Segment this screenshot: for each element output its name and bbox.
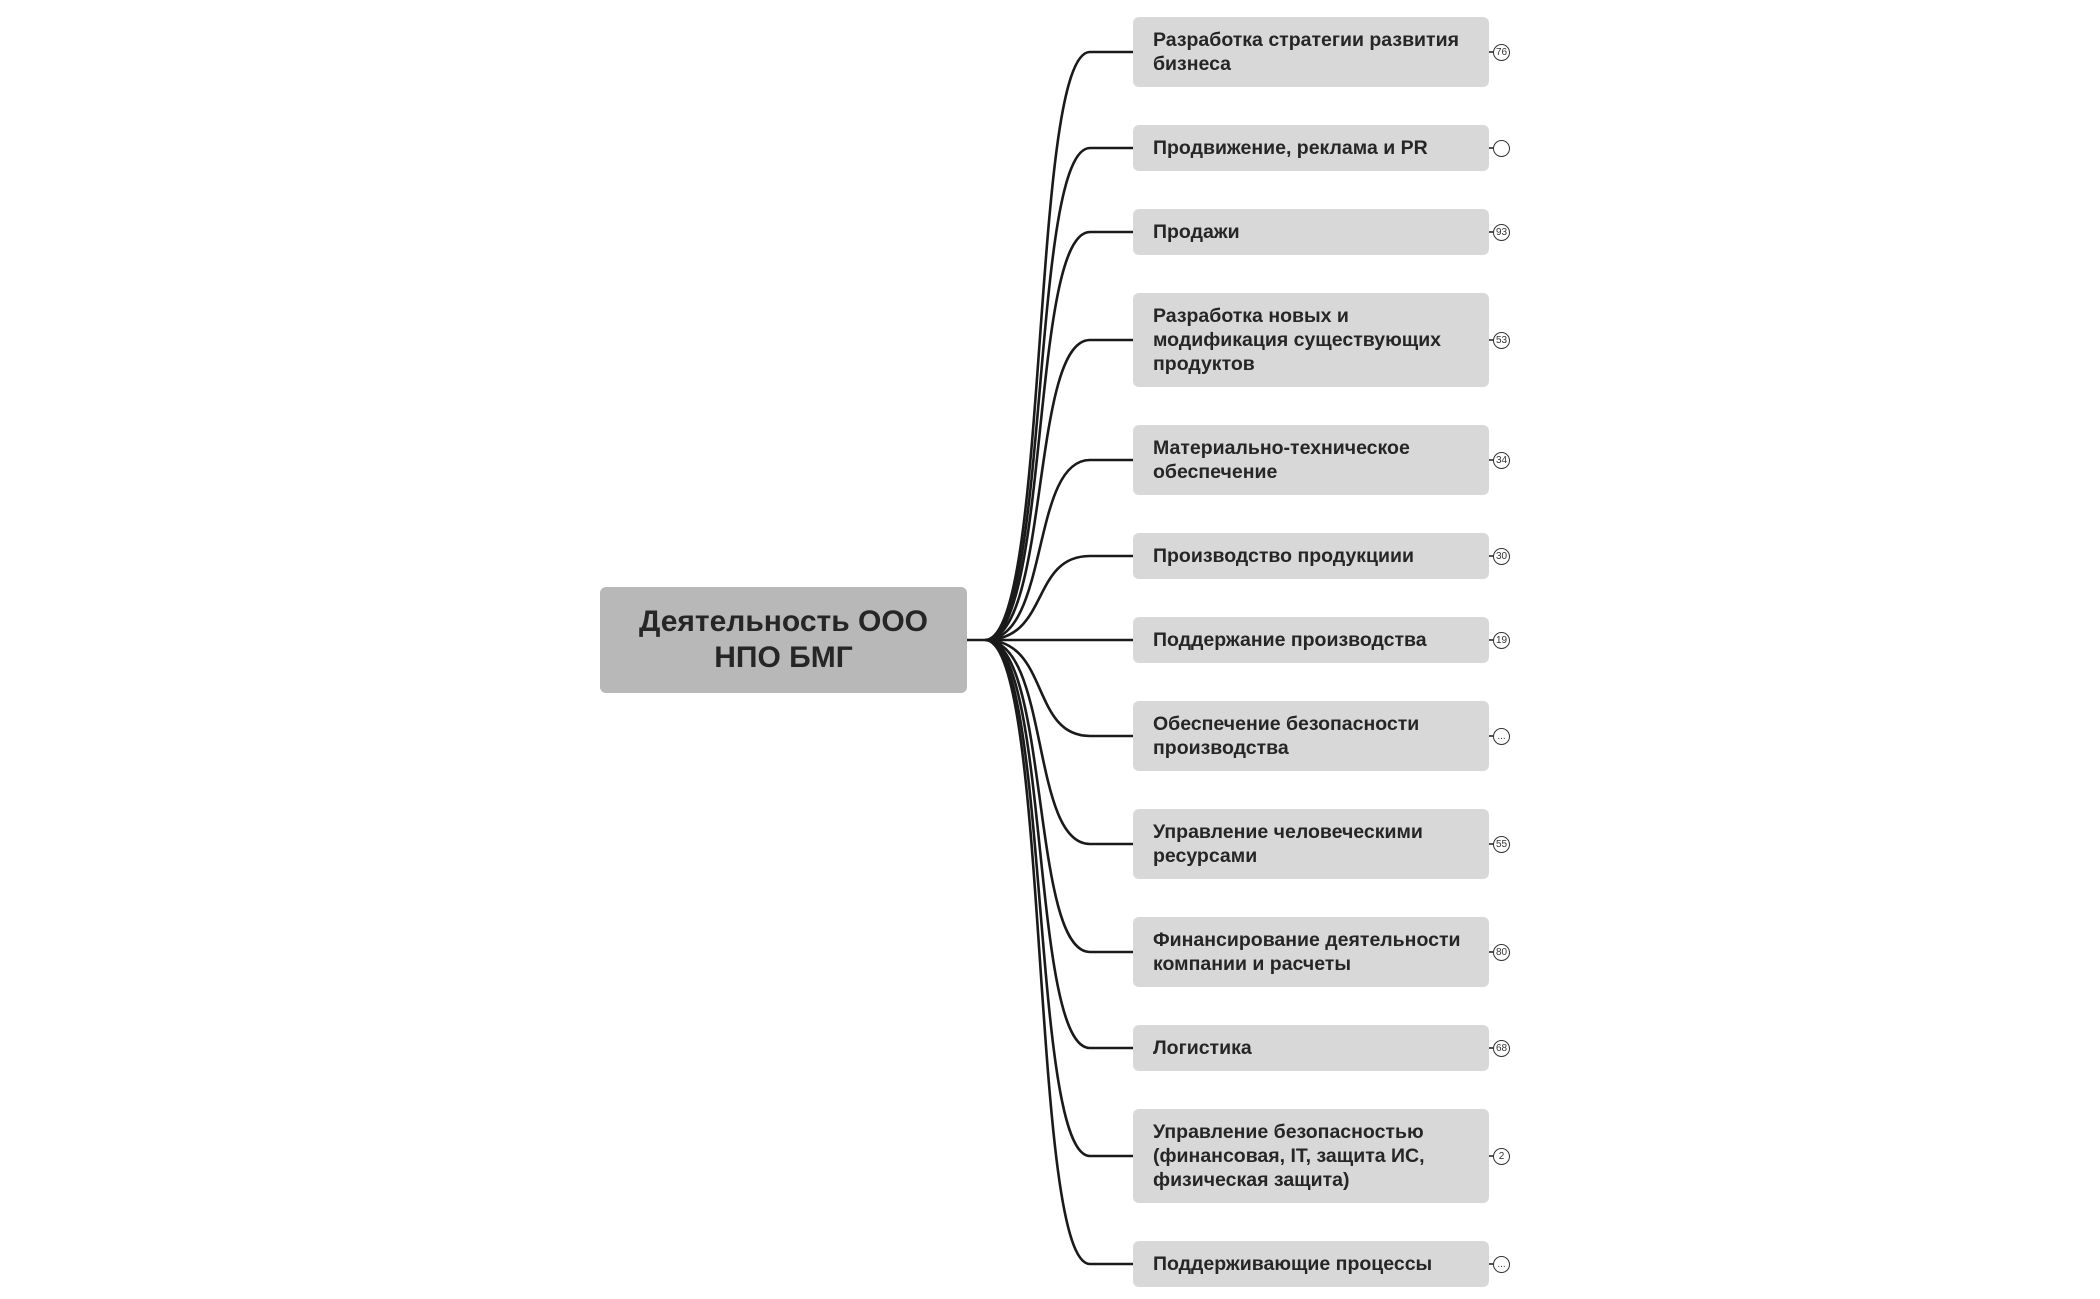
topic-label: Поддерживающие процессы — [1153, 1253, 1433, 1275]
connector-line — [984, 338, 1133, 642]
topic-count-badge[interactable]: 80 — [1493, 944, 1510, 961]
topic-count-badge[interactable]: 34 — [1493, 452, 1510, 469]
topic-label: Продвижение, реклама и PR — [1153, 137, 1428, 159]
topic-supporting-processes[interactable]: Поддерживающие процессы — [1133, 1241, 1489, 1287]
topic-production-support[interactable]: Поддержание производства — [1133, 617, 1489, 663]
topic-security-management[interactable]: Управление безопасностью (финансовая, IT… — [1133, 1109, 1489, 1203]
topic-strategy[interactable]: Разработка стратегии развития бизнеса — [1133, 17, 1489, 87]
topic-promotion[interactable]: Продвижение, реклама и PR — [1133, 125, 1489, 171]
connector-line — [984, 458, 1133, 642]
central-topic-title: Деятельность ООО НПО БМГ — [638, 605, 928, 674]
topic-label: Логистика — [1153, 1037, 1252, 1059]
topic-production[interactable]: Производство продукциии — [1133, 533, 1489, 579]
connector-line — [984, 638, 1133, 738]
topic-finance[interactable]: Финансирование деятельности компании и р… — [1133, 917, 1489, 987]
topic-count-badge[interactable]: 93 — [1493, 224, 1510, 241]
topic-count-badge[interactable]: 30 — [1493, 548, 1510, 565]
topic-label: Материально-техническое обеспечение — [1153, 437, 1410, 483]
topic-label: Разработка новых и модификация существую… — [1153, 305, 1442, 375]
topic-label: Обеспечение безопасности производства — [1153, 713, 1420, 759]
topic-label: Финансирование деятельности компании и р… — [1153, 929, 1461, 975]
topic-label: Продажи — [1153, 221, 1240, 243]
topic-label: Разработка стратегии развития бизнеса — [1153, 29, 1459, 75]
connector-line — [984, 554, 1133, 642]
connector-line — [984, 146, 1133, 642]
topic-sales[interactable]: Продажи — [1133, 209, 1489, 255]
connector-line — [984, 638, 1133, 954]
topic-count-badge[interactable]: 2 — [1493, 1148, 1510, 1165]
topic-label: Поддержание производства — [1153, 629, 1427, 651]
topic-count-badge[interactable]: 53 — [1493, 332, 1510, 349]
connector-line — [984, 638, 1133, 1050]
topic-count-badge[interactable]: 68 — [1493, 1040, 1510, 1057]
topic-material-supply[interactable]: Материально-техническое обеспечение — [1133, 425, 1489, 495]
connector-line — [984, 638, 1133, 1266]
topic-count-badge[interactable]: 19 — [1493, 632, 1510, 649]
topic-count-badge[interactable] — [1493, 140, 1510, 157]
connector-line — [984, 50, 1133, 642]
connector-line — [984, 638, 1133, 846]
topic-count-badge[interactable]: ... — [1493, 728, 1510, 745]
connector-line — [984, 230, 1133, 642]
topic-production-safety[interactable]: Обеспечение безопасности производства — [1133, 701, 1489, 771]
topic-label: Управление человеческими ресурсами — [1153, 821, 1423, 867]
topic-label: Производство продукциии — [1153, 545, 1414, 567]
topic-label: Управление безопасностью (финансовая, IT… — [1153, 1121, 1425, 1191]
topic-human-resources[interactable]: Управление человеческими ресурсами — [1133, 809, 1489, 879]
connector-line — [984, 638, 1133, 1158]
topic-count-badge[interactable]: 76 — [1493, 44, 1510, 61]
central-topic[interactable]: Деятельность ООО НПО БМГ — [600, 587, 967, 693]
topic-logistics[interactable]: Логистика — [1133, 1025, 1489, 1071]
topic-count-badge[interactable]: 55 — [1493, 836, 1510, 853]
topic-product-development[interactable]: Разработка новых и модификация существую… — [1133, 293, 1489, 387]
topic-count-badge[interactable]: ... — [1493, 1256, 1510, 1273]
